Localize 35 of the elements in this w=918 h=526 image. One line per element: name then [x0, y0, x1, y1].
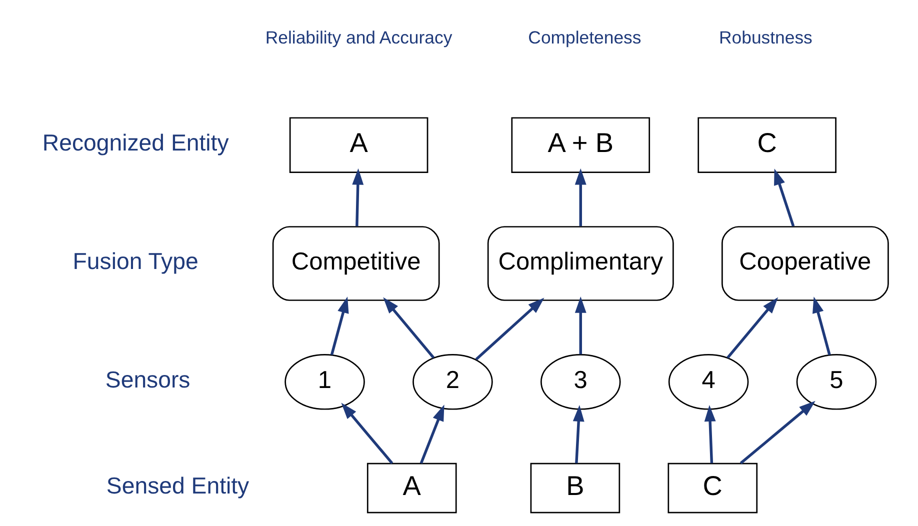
arrow — [726, 296, 778, 358]
label: Completeness — [528, 27, 641, 48]
arrow — [572, 404, 584, 463]
node-box: A + B — [510, 116, 650, 172]
arrow — [774, 168, 794, 226]
arrow — [812, 296, 830, 355]
arrow — [340, 402, 393, 464]
label: Recognized Entity — [42, 129, 228, 156]
node-box: Competitive — [272, 226, 440, 300]
node-box: C — [667, 462, 758, 513]
label: Reliability and Accuracy — [264, 27, 452, 48]
node-ellipse: 3 — [540, 354, 620, 410]
node-ellipse: 5 — [796, 354, 876, 410]
arrow — [739, 400, 815, 464]
label: Robustness — [718, 27, 812, 48]
node-box: Cooperative — [720, 226, 888, 300]
node-box: A — [366, 462, 456, 513]
node-ellipse: 2 — [412, 354, 492, 410]
arrow — [574, 296, 586, 354]
node-box: Complimentary — [486, 226, 674, 300]
node-ellipse: 1 — [284, 354, 364, 410]
arrow — [352, 168, 364, 226]
arrow — [330, 296, 348, 355]
label: Fusion Type — [72, 248, 198, 274]
arrow — [574, 168, 586, 226]
node-box: B — [530, 462, 620, 513]
label: Sensors — [104, 366, 190, 392]
arrow — [704, 404, 716, 463]
arrow — [382, 296, 434, 358]
node-box: C — [697, 116, 836, 172]
node-ellipse: 4 — [668, 354, 748, 410]
label: Sensed Entity — [106, 472, 249, 498]
arrow — [474, 297, 544, 360]
arrow — [419, 404, 444, 464]
node-box: A — [288, 116, 428, 172]
